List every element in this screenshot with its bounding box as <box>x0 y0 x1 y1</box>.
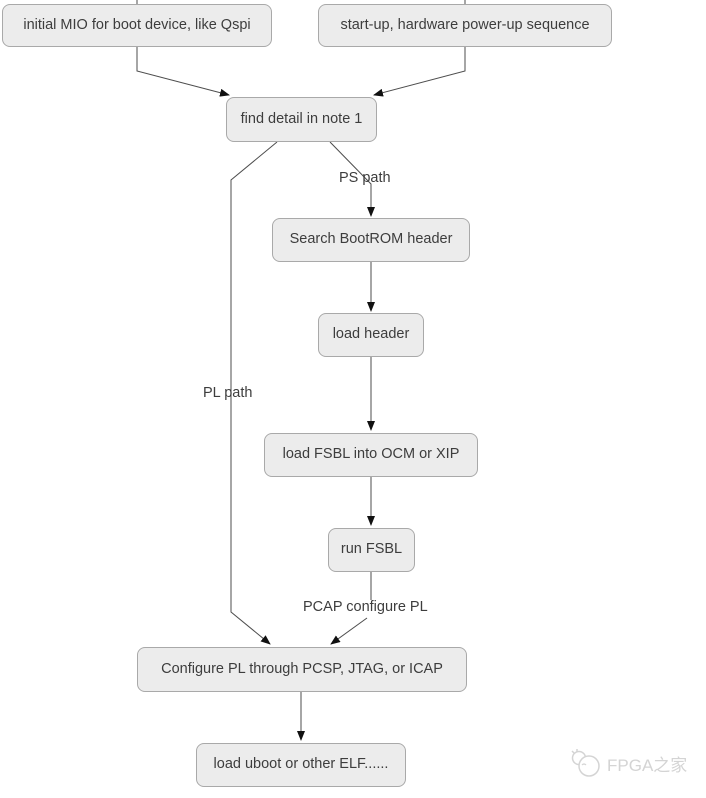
edge-startup-to-find-detail <box>373 47 466 97</box>
watermark-text: FPGA之家 <box>607 755 688 775</box>
edge-label-pl-path: PL path <box>203 385 253 401</box>
edge-label-pcap: PCAP configure PL <box>303 599 428 615</box>
node-configure-pl: Configure PL through PCSP, JTAG, or ICAP <box>137 647 467 692</box>
watermark: FPGA之家 <box>568 748 687 778</box>
node-load-header: load header <box>318 313 424 357</box>
fpga-home-logo-icon <box>571 749 600 777</box>
edge-find-detail-to-search-bootrom <box>329 141 375 217</box>
node-initial-mio: initial MIO for boot device, like Qspi <box>2 4 272 47</box>
node-load-fsbl: load FSBL into OCM or XIP <box>264 433 478 477</box>
edge-initial-mio-to-find-detail <box>136 47 230 97</box>
node-run-fsbl: run FSBL <box>328 528 415 572</box>
node-search-bootrom: Search BootROM header <box>272 218 470 262</box>
edge-pl-path-to-configure-pl <box>230 141 278 645</box>
node-startup: start-up, hardware power-up sequence <box>318 4 612 47</box>
node-load-uboot: load uboot or other ELF...... <box>196 743 406 787</box>
edge-pcap-to-configure-pl <box>330 617 368 645</box>
node-find-detail: find detail in note 1 <box>226 97 377 142</box>
edge-label-ps-path: PS path <box>339 170 391 186</box>
